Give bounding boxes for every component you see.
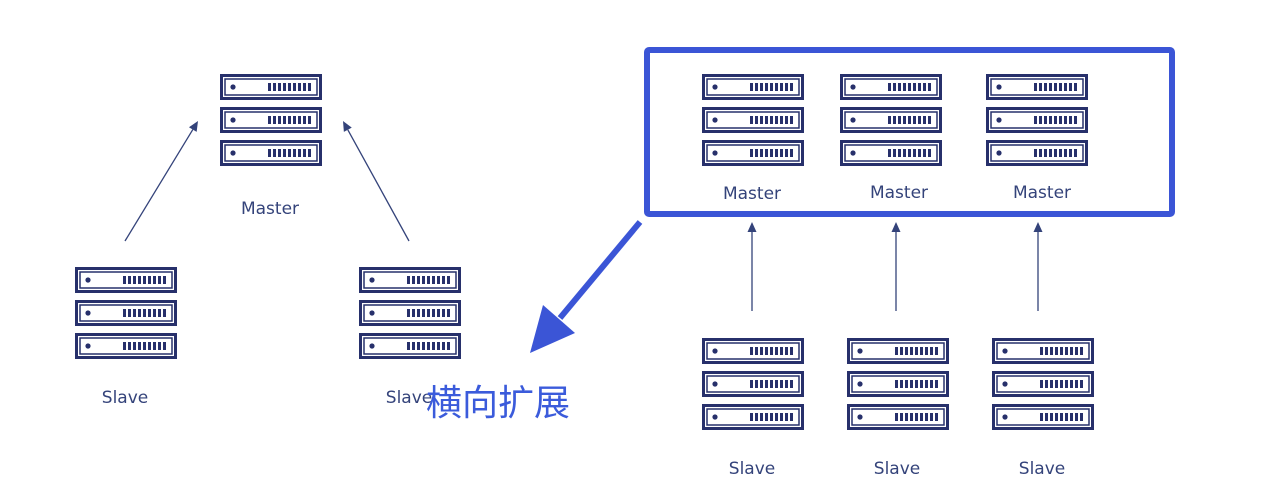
right-slave-to-master-arrow-icon-3: [1033, 222, 1043, 311]
right-slave-to-master-arrow-icon-1: [747, 222, 757, 311]
right-slave-server-icon-2: [847, 338, 949, 430]
left-slave-server-icon-1: [75, 267, 177, 359]
scale-out-arrow-icon: [530, 220, 643, 353]
right-master-server-icon-2: [840, 74, 942, 166]
right-master-server-icon-3: [986, 74, 1088, 166]
left-master-server-icon: [220, 74, 322, 166]
right-master-label-3: Master: [1012, 183, 1072, 203]
left-slave-label-2: Slave: [385, 388, 433, 408]
right-slave-label-1: Slave: [728, 459, 776, 479]
scale-out-caption: 横向扩展: [426, 383, 571, 424]
right-slave-server-icon-3: [992, 338, 1094, 430]
arrows-layer: [124, 121, 1043, 311]
right-master-label-1: Master: [722, 184, 782, 204]
servers-layer: [75, 74, 1094, 430]
left-slave-to-master-arrow-icon-2: [343, 121, 410, 242]
right-slave-server-icon-1: [702, 338, 804, 430]
right-master-server-icon-1: [702, 74, 804, 166]
scale-out-master-group-box: [644, 47, 1175, 217]
right-slave-label-3: Slave: [1018, 459, 1066, 479]
left-slave-label-1: Slave: [101, 388, 149, 408]
right-slave-to-master-arrow-icon-2: [891, 222, 901, 311]
right-master-label-2: Master: [869, 183, 929, 203]
left-slave-to-master-arrow-icon-1: [124, 121, 198, 242]
left-master-label: Master: [240, 199, 300, 219]
left-slave-server-icon-2: [359, 267, 461, 359]
right-slave-label-2: Slave: [873, 459, 921, 479]
